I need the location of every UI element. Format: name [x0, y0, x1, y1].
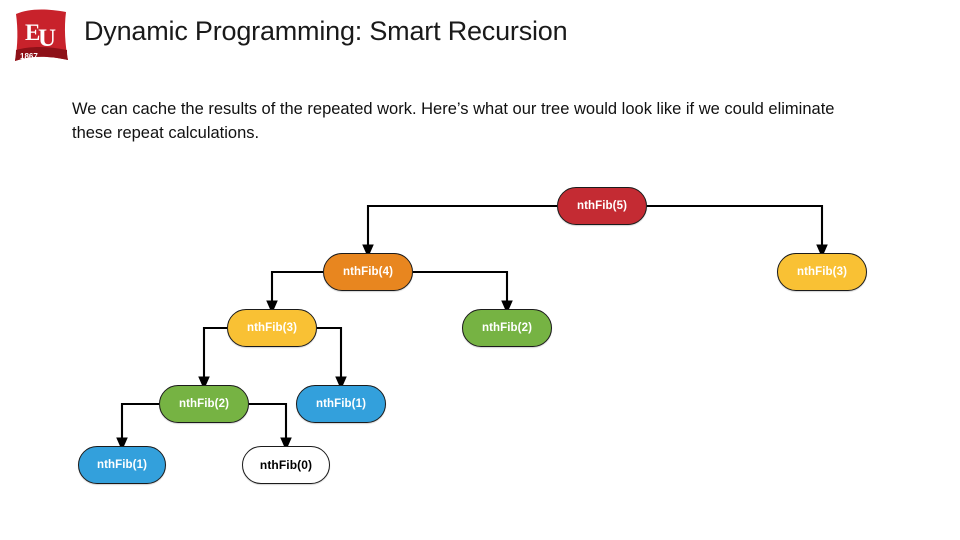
tree-node-n1m: nthFib(1)	[296, 385, 386, 423]
tree-edge-n2l-to-n0b	[249, 402, 292, 451]
slide-header: E U 1867 Dynamic Programming: Smart Recu…	[0, 0, 960, 78]
tree-node-label: nthFib(2)	[178, 398, 230, 410]
tree-node-label: nthFib(3)	[796, 266, 848, 278]
tree-edge-n5-to-n4	[362, 204, 557, 258]
tree-node-label: nthFib(4)	[342, 266, 394, 278]
tree-edge-n4-to-n2r	[413, 270, 513, 314]
tree-edge-n4-to-n3l	[266, 270, 323, 314]
tree-edge-n3l-to-n2l	[198, 326, 227, 390]
tree-node-label: nthFib(0)	[259, 458, 313, 472]
tree-node-n2r: nthFib(2)	[462, 309, 552, 347]
tree-node-label: nthFib(1)	[96, 459, 148, 471]
tree-node-n3r: nthFib(3)	[777, 253, 867, 291]
tree-node-label: nthFib(3)	[246, 322, 298, 334]
svg-text:U: U	[38, 25, 56, 52]
page-title: Dynamic Programming: Smart Recursion	[84, 16, 568, 46]
tree-edge-n5-to-n3r	[647, 204, 828, 258]
tree-node-n3l: nthFib(3)	[227, 309, 317, 347]
body-paragraph: We can cache the results of the repeated…	[72, 100, 835, 142]
tree-node-n0b: nthFib(0)	[242, 446, 330, 484]
tree-edge-n2l-to-n1b	[116, 402, 159, 451]
svg-text:E: E	[25, 20, 40, 45]
tree-node-label: nthFib(1)	[315, 398, 367, 410]
tree-node-label: nthFib(5)	[576, 200, 628, 212]
tree-edge-n3l-to-n1m	[317, 326, 347, 390]
tree-node-label: nthFib(2)	[481, 322, 533, 334]
tree-node-n4: nthFib(4)	[323, 253, 413, 291]
tree-node-n2l: nthFib(2)	[159, 385, 249, 423]
tree-node-n5: nthFib(5)	[557, 187, 647, 225]
tree-node-n1b: nthFib(1)	[78, 446, 166, 484]
eu-flag-logo: E U 1867	[8, 6, 74, 68]
svg-text:1867: 1867	[20, 52, 38, 61]
